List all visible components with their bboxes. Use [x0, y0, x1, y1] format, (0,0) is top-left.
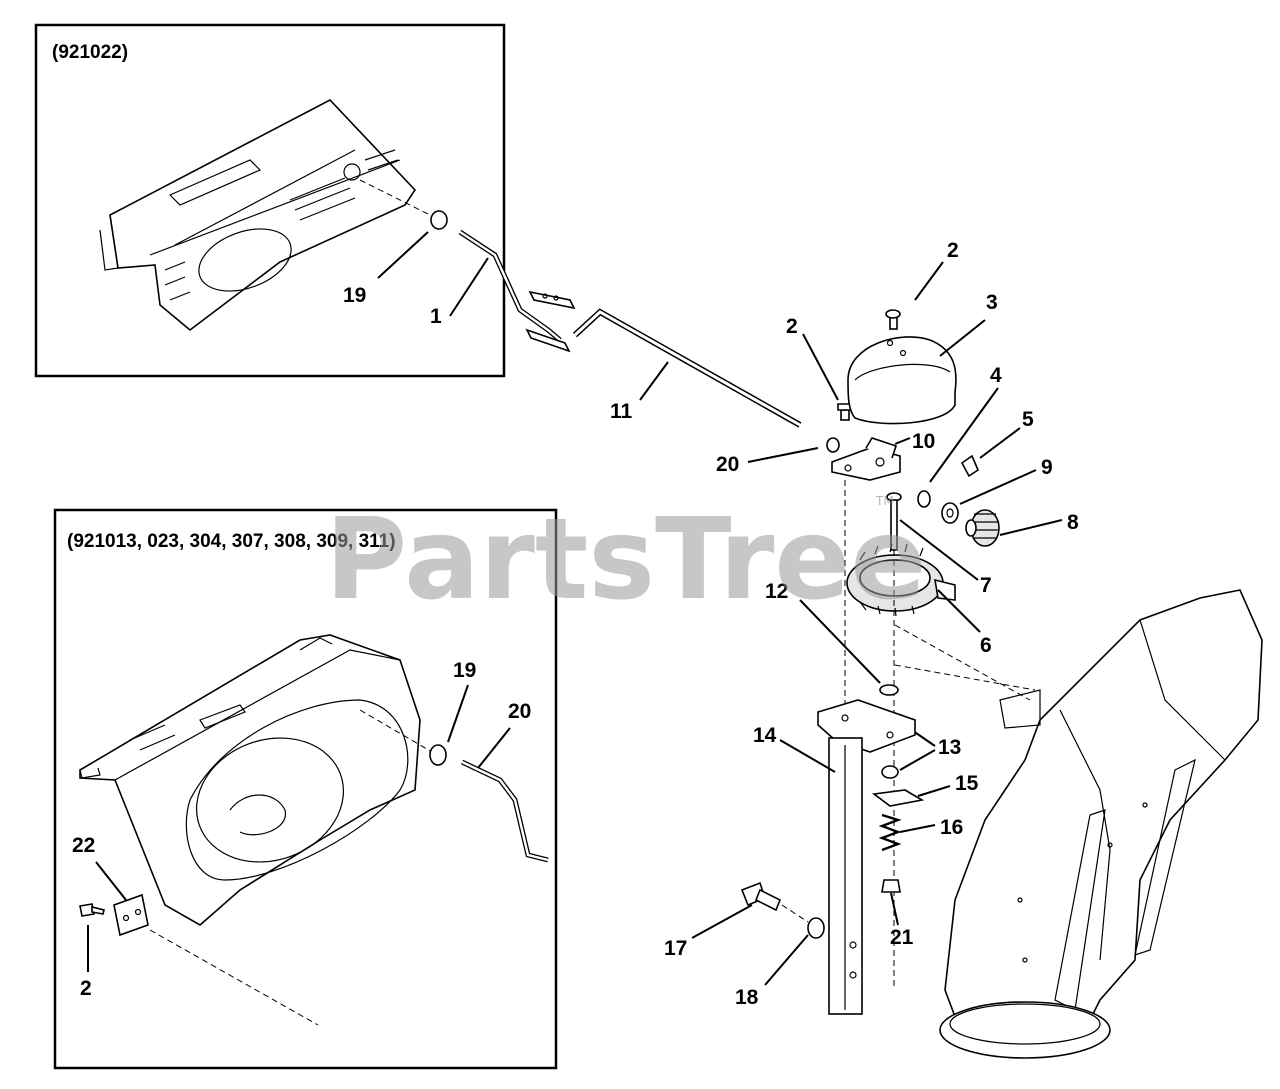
callout-16: 16 — [940, 816, 963, 839]
inset-title-bottom: (921013, 023, 304, 307, 308, 309, 311) — [67, 531, 396, 552]
ring-gear-6 — [846, 543, 956, 617]
callout-20-bottom: 20 — [508, 700, 531, 723]
bushing-19-top — [430, 210, 448, 230]
pin-5 — [960, 454, 979, 478]
leader-4 — [929, 387, 999, 483]
leader-22 — [95, 861, 127, 901]
bushing-19-bottom — [429, 744, 447, 766]
washer-13b — [881, 765, 899, 779]
inset-frame-bottom — [53, 508, 558, 1070]
callout-14: 14 — [753, 724, 777, 747]
leader-17 — [691, 904, 753, 939]
callout-19-bottom: 19 — [453, 659, 476, 682]
leader-20 — [747, 447, 819, 463]
washer-12 — [879, 684, 899, 696]
leader-8 — [999, 519, 1063, 536]
leader-13b — [899, 749, 936, 771]
callout-12: 12 — [765, 580, 788, 603]
leader-14 — [779, 739, 836, 773]
support-14 — [817, 699, 916, 1015]
partstree-watermark: PartsTree — [325, 495, 926, 625]
washer-9 — [941, 502, 959, 524]
callout-13: 13 — [938, 736, 961, 759]
washer-20 — [826, 437, 840, 453]
inset-921013-311: (921013, 023, 304, 307, 308, 309, 311) 1… — [53, 508, 558, 1070]
leader-21 — [890, 892, 899, 926]
inset-frame — [34, 23, 506, 378]
callout-21: 21 — [890, 926, 914, 949]
bolt-17 — [740, 881, 782, 912]
leader-1 — [449, 257, 489, 317]
knob-3 — [847, 336, 957, 425]
leader-18 — [764, 934, 809, 986]
leader-20-bottom — [477, 727, 511, 769]
inset-title: (921022) — [52, 42, 128, 63]
bushing-4 — [917, 490, 931, 508]
callout-20: 20 — [716, 453, 739, 476]
rod-coupling — [525, 290, 576, 353]
leader-9 — [959, 469, 1037, 505]
blower-housing-bottom — [79, 634, 421, 926]
callout-17: 17 — [664, 937, 687, 960]
callout-18: 18 — [735, 986, 759, 1009]
blower-housing-top — [99, 99, 417, 332]
washer-18 — [807, 917, 825, 939]
callout-8: 8 — [1067, 511, 1079, 534]
leader-3 — [939, 319, 986, 357]
callout-2-top: 2 — [947, 239, 959, 262]
leader-15 — [917, 785, 951, 797]
bracket-10 — [831, 437, 901, 481]
callout-2-mid: 2 — [786, 315, 798, 338]
leader-16 — [899, 824, 936, 833]
callout-15: 15 — [955, 772, 979, 795]
leader-6 — [937, 589, 981, 633]
callout-10: 10 — [912, 430, 935, 453]
gear-8 — [965, 509, 1000, 547]
extension-rod-11 — [572, 308, 802, 428]
discharge-chute — [939, 589, 1263, 1059]
watermark-tm: TM — [875, 494, 894, 508]
callout-6: 6 — [980, 634, 992, 657]
callout-1: 1 — [430, 305, 442, 328]
plate-22 — [113, 893, 149, 937]
callout-19-top: 19 — [343, 284, 366, 307]
leader-2-mid — [802, 333, 839, 401]
leader-19-bottom — [447, 684, 469, 743]
screw-2-bottom — [79, 903, 105, 917]
callout-3: 3 — [986, 291, 998, 314]
inset-921022: (921022) 19 1 — [34, 23, 562, 378]
leader-5 — [979, 427, 1021, 459]
leader-10 — [894, 437, 911, 445]
leader-12 — [799, 599, 881, 684]
callout-7: 7 — [980, 574, 992, 597]
leader-19-top — [377, 231, 429, 279]
crank-rod-bottom — [460, 759, 549, 863]
callout-22: 22 — [72, 834, 95, 857]
leader-2-top — [914, 261, 944, 301]
callout-9: 9 — [1041, 456, 1053, 479]
leader-11 — [639, 361, 669, 401]
callout-4: 4 — [990, 364, 1002, 387]
callout-5: 5 — [1022, 408, 1034, 431]
screw-2-top — [885, 309, 901, 330]
nut-21 — [881, 879, 901, 893]
callout-11: 11 — [610, 400, 633, 423]
clip-15 — [871, 789, 925, 807]
callout-2-bottom: 2 — [80, 977, 92, 1000]
spring-16 — [878, 813, 902, 852]
leader-7 — [899, 519, 979, 581]
